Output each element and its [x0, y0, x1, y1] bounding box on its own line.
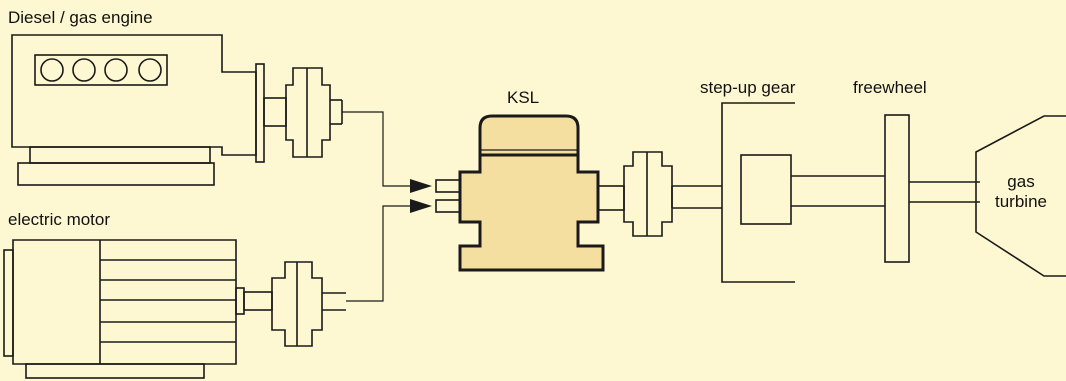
motor-label: electric motor: [8, 210, 111, 229]
engine-cylinder-window: [34, 54, 168, 86]
motor-flange: [235, 287, 245, 315]
engine-coupling: [285, 67, 331, 158]
turbine-label-line1: gas: [1007, 172, 1035, 191]
electric-motor: [3, 239, 346, 379]
gear-label: step-up gear: [700, 78, 796, 97]
engine-label: Diesel / gas engine: [8, 8, 153, 27]
gas-turbine: [975, 115, 1066, 277]
ksl-unit: [435, 114, 625, 272]
engine-base-foot: [17, 162, 215, 186]
engine-shaft: [263, 97, 287, 127]
ksl-body: [458, 153, 605, 272]
gear-wheel: [740, 154, 792, 225]
output-coupling: [623, 151, 673, 237]
engine-base: [29, 146, 211, 164]
turbine-label: gas turbine: [990, 172, 1052, 212]
freewheel-label: freewheel: [853, 78, 927, 97]
engine-cylinder-icon: [40, 58, 64, 82]
motor-connection-line: [346, 205, 410, 302]
motor-end-cap: [3, 249, 14, 357]
turbine-label-line2: turbine: [995, 192, 1047, 211]
ksl-top-cover: [478, 114, 580, 157]
arrow-right-icon: [410, 199, 432, 213]
engine-cylinder-icon: [138, 58, 162, 82]
gear-housing: [721, 102, 795, 283]
engine-body: [11, 34, 257, 156]
freewheel: [884, 114, 910, 263]
ksl-output-shaft: [597, 185, 625, 211]
arrow-right-icon: [410, 179, 432, 193]
engine-cylinder-icon: [72, 58, 96, 82]
step-up-gear: [721, 102, 795, 283]
ksl-input-shaft: [435, 199, 461, 213]
motor-coupling: [271, 261, 323, 347]
diesel-gas-engine: [11, 34, 343, 186]
motor-body: [12, 239, 237, 365]
ksl-label: KSL: [507, 88, 540, 107]
engine-flange: [255, 63, 265, 163]
motor-base: [25, 363, 205, 379]
engine-connection-line: [342, 111, 410, 187]
motor-shaft: [243, 291, 273, 311]
engine-cylinder-icon: [104, 58, 128, 82]
ksl-input-shaft: [435, 179, 461, 193]
